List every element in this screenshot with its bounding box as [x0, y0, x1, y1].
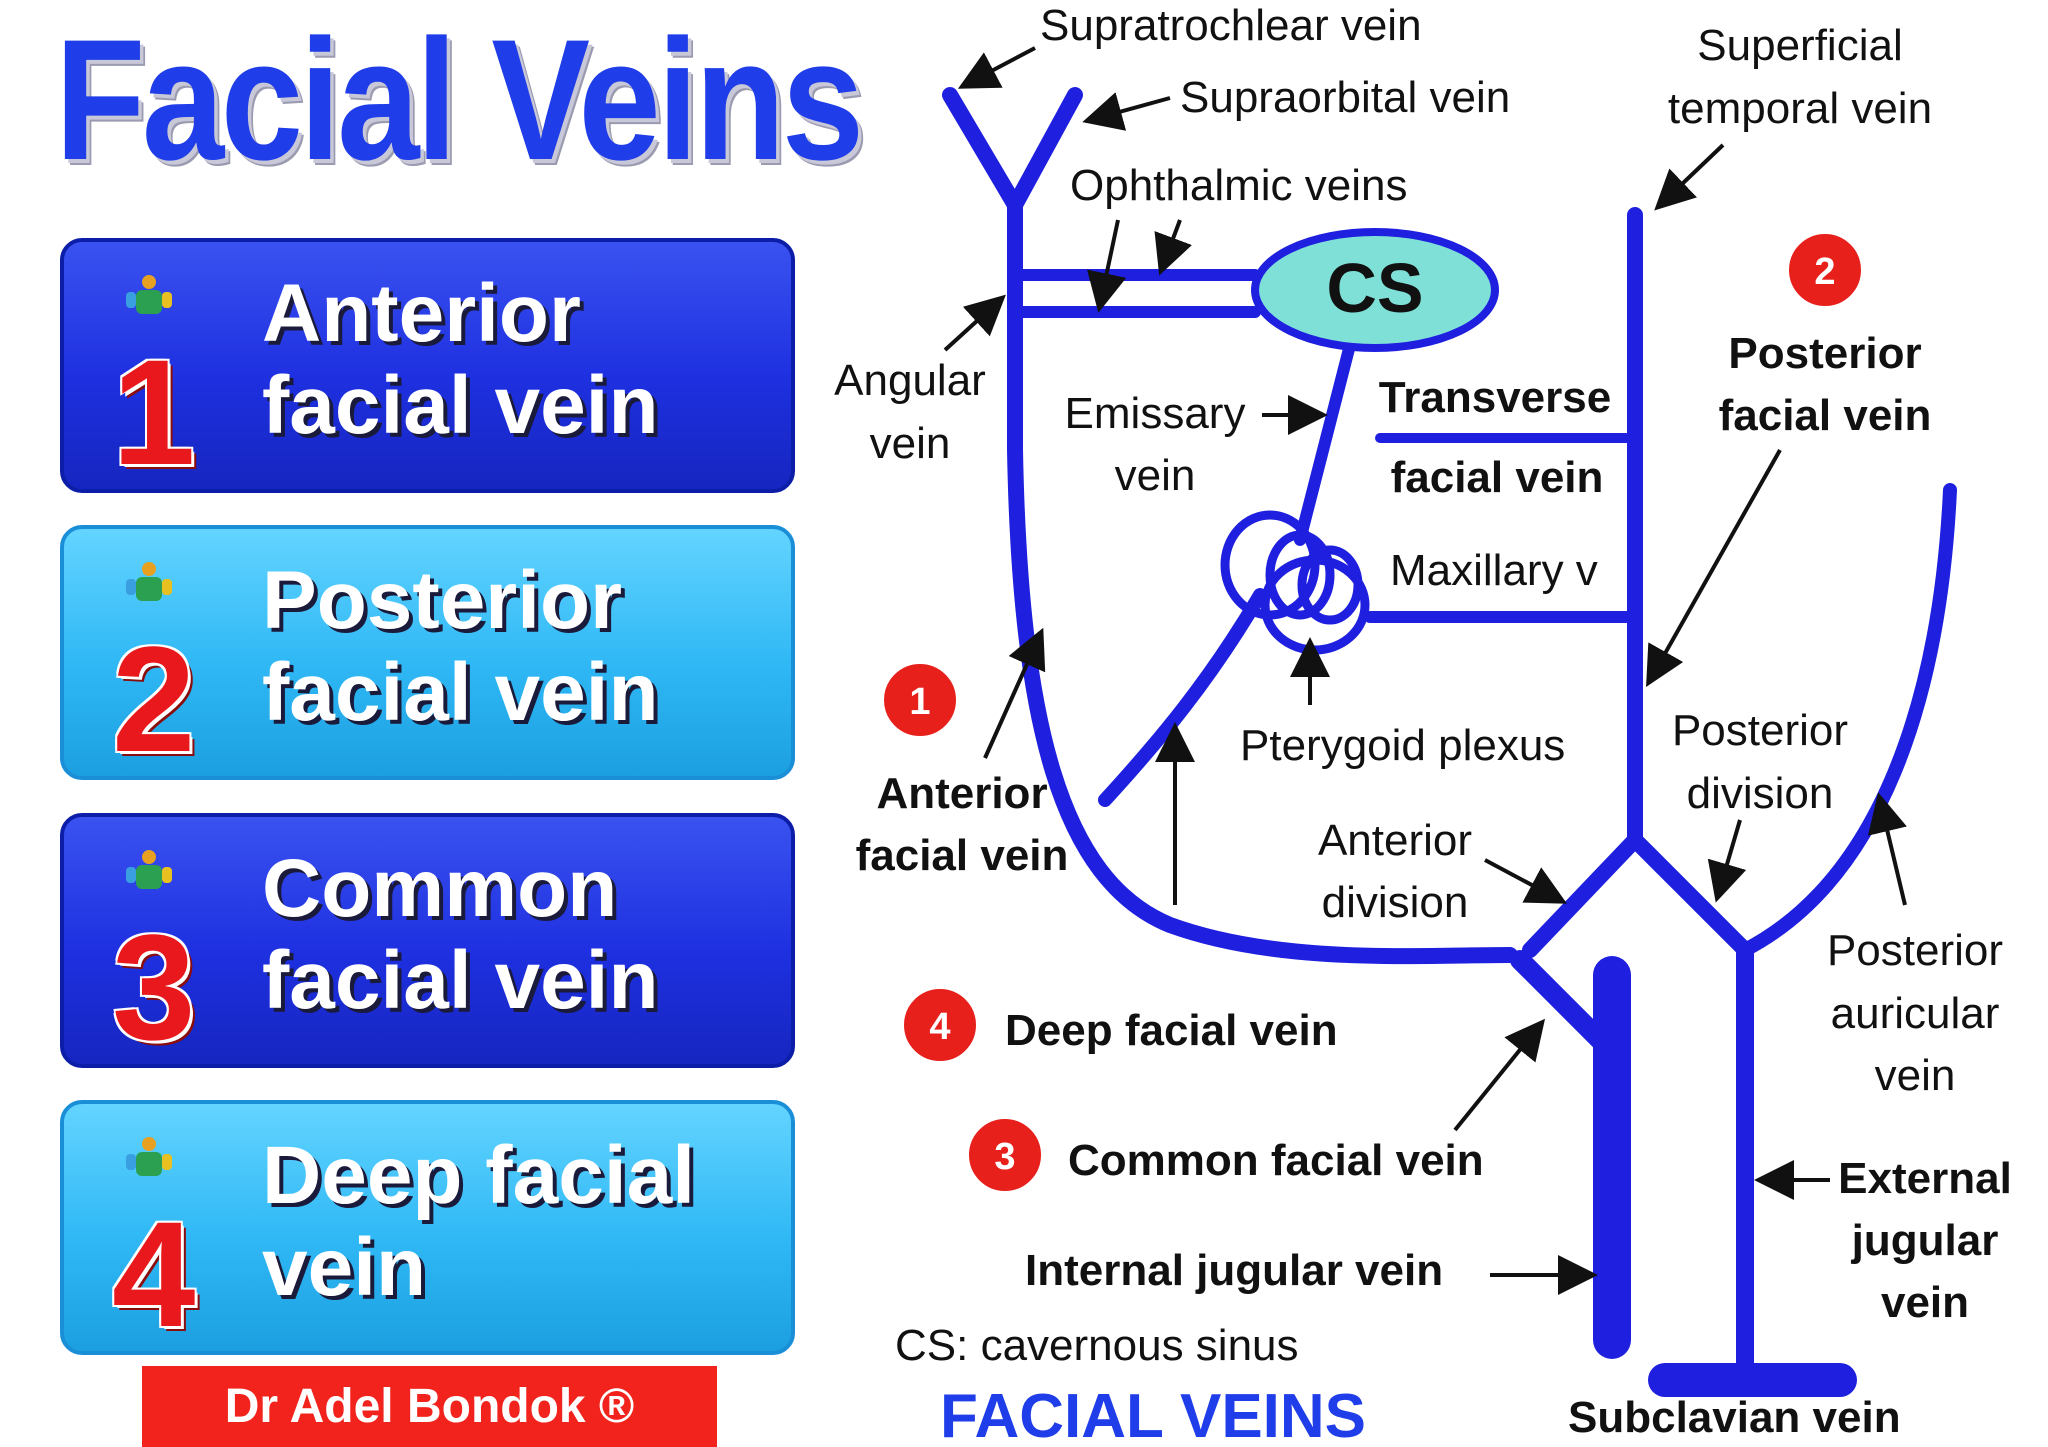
label-anterior-division-1: Anterior — [1318, 816, 1472, 865]
label-posterior-facial-1: Posterior — [1728, 329, 1921, 378]
label-external-jugular-3: vein — [1881, 1278, 1969, 1327]
label-superficial-temporal-2: temporal vein — [1668, 84, 1932, 133]
label-transverse-1: Transverse — [1379, 373, 1611, 422]
badge-1: 1 — [880, 660, 960, 740]
page-title: Facial Veins — [55, 4, 864, 196]
pointer-arrows — [943, 46, 1907, 1295]
svg-text:4: 4 — [929, 1006, 950, 1048]
label-superficial-temporal-1: Superficial — [1697, 21, 1902, 70]
badge-3: 3 — [965, 1115, 1045, 1195]
label-ophthalmic: Ophthalmic veins — [1070, 161, 1407, 210]
label-cs-note: CS: cavernous sinus — [895, 1321, 1299, 1370]
label-posterior-auricular-1: Posterior — [1827, 926, 2003, 975]
label-maxillary: Maxillary v — [1390, 546, 1598, 595]
label-external-jugular-2: jugular — [1851, 1216, 1999, 1265]
label-posterior-auricular-3: vein — [1875, 1051, 1956, 1100]
supra-veins — [942, 87, 1083, 213]
label-internal-jugular: Internal jugular vein — [1025, 1246, 1443, 1295]
svg-text:3: 3 — [994, 1136, 1015, 1178]
emissary-vein-line — [1294, 339, 1356, 546]
label-angular-1: Angular — [834, 356, 986, 405]
card-number: 4 — [112, 1190, 196, 1358]
anterior-division-line — [1522, 832, 1643, 958]
label-deep-facial: Deep facial vein — [1005, 1006, 1338, 1055]
label-external-jugular-1: External — [1838, 1154, 2012, 1203]
label-common-facial: Common facial vein — [1068, 1136, 1484, 1185]
label-posterior-division-2: division — [1687, 769, 1834, 818]
card-number: 1 — [112, 328, 196, 496]
label-anterior-facial-2: facial vein — [856, 831, 1069, 880]
cavernous-sinus — [1251, 228, 1499, 352]
card-number: 2 — [112, 615, 196, 783]
figure-icon — [126, 562, 172, 601]
label-supraorbital: Supraorbital vein — [1180, 73, 1510, 122]
badge-2: 2 — [1785, 230, 1865, 310]
label-emissary-2: vein — [1115, 451, 1196, 500]
deep-facial-vein-line — [1098, 588, 1267, 807]
figure-icon — [126, 850, 172, 889]
label-posterior-division-1: Posterior — [1672, 706, 1848, 755]
label-anterior-facial-1: Anterior — [876, 769, 1047, 818]
diagram-labels: Supratrochlear vein Supraorbital vein Su… — [834, 1, 2012, 1447]
label-angular-2: vein — [870, 419, 951, 468]
label-supratrochlear: Supratrochlear vein — [1040, 1, 1422, 50]
posterior-division-line — [1627, 832, 1753, 958]
label-subclavian: Subclavian vein — [1568, 1393, 1901, 1442]
figure-icon — [126, 275, 172, 314]
cs-label: CS — [1326, 249, 1423, 327]
label-posterior-auricular-2: auricular — [1831, 989, 2000, 1038]
badge-4: 4 — [900, 985, 980, 1065]
label-bottom-title: FACIAL VEINS — [940, 1382, 1366, 1447]
author-credit: Dr Adel Bondok ® — [142, 1366, 717, 1447]
label-anterior-division-2: division — [1322, 878, 1469, 927]
label-pterygoid: Pterygoid plexus — [1240, 721, 1565, 770]
svg-text:1: 1 — [909, 681, 930, 723]
figure-icon — [126, 1137, 172, 1176]
svg-text:2: 2 — [1814, 251, 1835, 293]
card-number: 3 — [112, 903, 196, 1071]
label-posterior-facial-2: facial vein — [1719, 391, 1932, 440]
vein-network — [942, 87, 1957, 1397]
label-transverse-2: facial vein — [1391, 453, 1604, 502]
posterior-auricular-line — [1738, 483, 1957, 957]
label-emissary-1: Emissary — [1065, 389, 1246, 438]
